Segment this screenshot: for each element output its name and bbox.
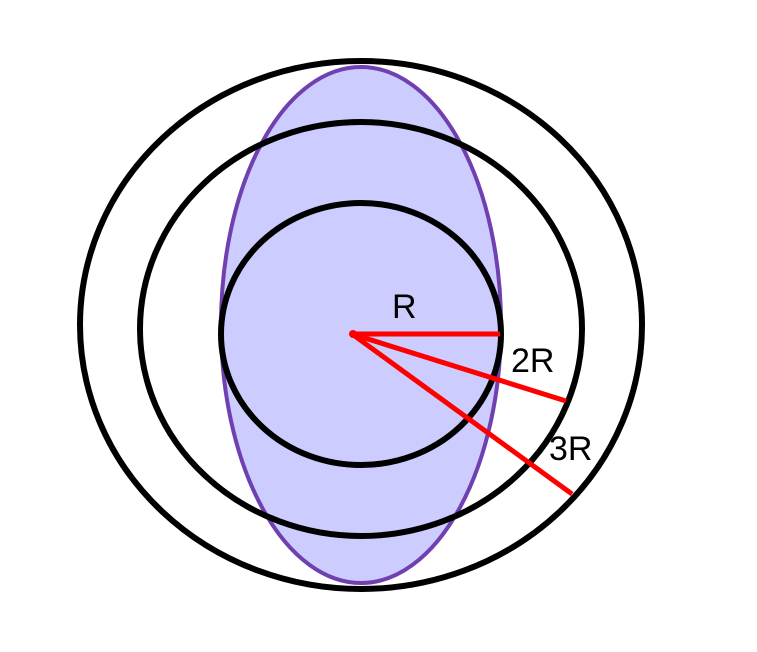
label-r: R bbox=[392, 288, 417, 326]
inner-circle-r bbox=[218, 200, 504, 468]
radius-line-3r bbox=[350, 331, 574, 497]
label-3r: 3R bbox=[549, 430, 592, 468]
outer-circle-3r bbox=[77, 58, 645, 592]
label-2r: 2R bbox=[511, 342, 554, 380]
center-point bbox=[349, 330, 357, 338]
radius-line-2r bbox=[351, 331, 567, 404]
middle-circle-2r bbox=[137, 119, 585, 539]
